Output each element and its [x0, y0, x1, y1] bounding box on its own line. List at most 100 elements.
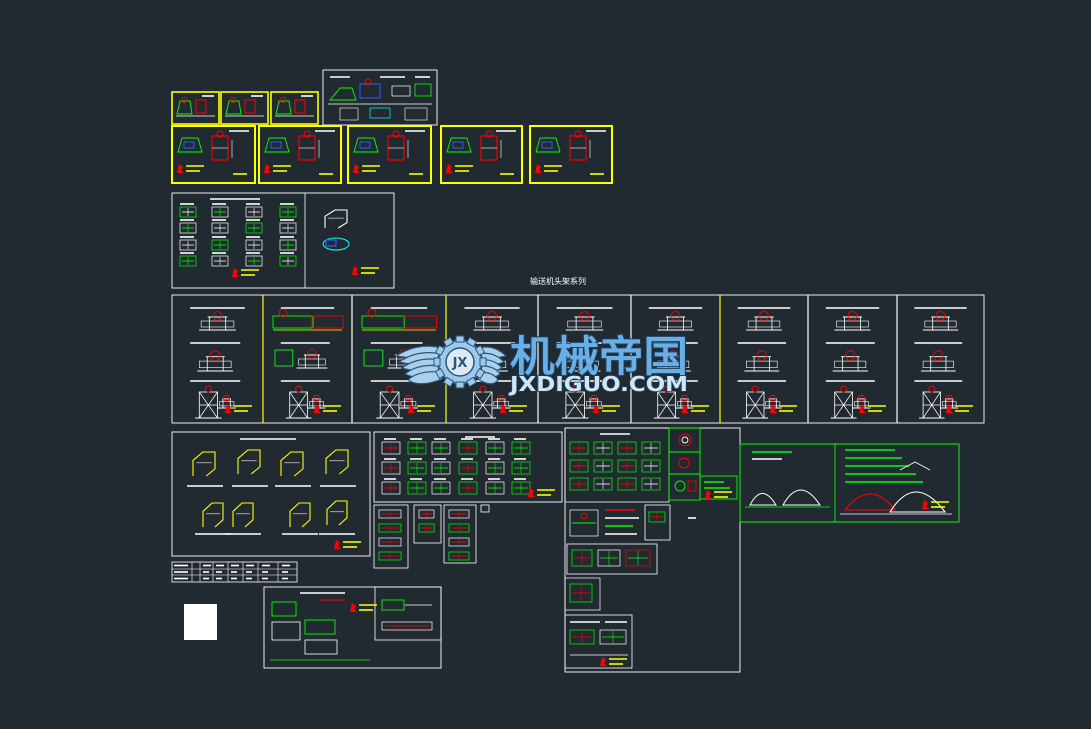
standard-parts-sheet [171, 192, 395, 289]
frame-outline [569, 509, 599, 537]
detail-outline [641, 441, 661, 455]
hood-outline [280, 451, 304, 477]
detail-drawing [211, 206, 229, 218]
frame-outline [922, 360, 954, 369]
pulley-circle [667, 350, 679, 361]
detail-drawing [279, 222, 297, 234]
detail-outline [458, 481, 478, 495]
detail-drawing [448, 537, 470, 547]
sheet-border [171, 431, 371, 557]
title-block-stamp [946, 404, 973, 413]
small-detail-sheet [413, 504, 442, 544]
inner-sheet-border [644, 504, 671, 541]
frame-outline [311, 315, 344, 329]
frame-outline [452, 141, 464, 149]
detail-outline [648, 511, 666, 523]
detail-outline [378, 509, 402, 519]
detail-drawing [569, 583, 593, 603]
title-block-stamp [352, 266, 379, 275]
pulley-circle [847, 311, 858, 321]
small-detail-sheet [443, 504, 477, 564]
frame-outline [325, 239, 337, 247]
wing-feather-left [407, 371, 443, 385]
detail-drawing [431, 461, 451, 475]
detail-drawing [407, 481, 427, 495]
pulley-circle [307, 349, 317, 359]
pulley-circle [392, 130, 400, 138]
detail-drawing [431, 441, 451, 455]
detail-drawing [378, 551, 402, 561]
detail-outline [569, 459, 589, 473]
detail-drawing [641, 441, 661, 455]
frame-outline [274, 349, 294, 367]
detail-drawing [279, 239, 297, 251]
stamp-logo [353, 164, 360, 173]
title-block-stamp [350, 603, 377, 612]
logo-gear-teeth [433, 335, 487, 389]
sheet-border [270, 91, 319, 125]
head-frame-column [190, 307, 252, 419]
series-title: 输送机头架系列 [530, 276, 586, 286]
frame-outline [264, 137, 290, 153]
detail-drawing [569, 441, 589, 455]
frame-outline [659, 320, 692, 328]
pulley-circle [280, 97, 286, 103]
inner-sheet-border [564, 614, 633, 669]
gear-tooth [433, 357, 441, 367]
detail-drawing [179, 206, 197, 218]
frame-outline [924, 320, 957, 328]
pulley-circle [181, 97, 187, 103]
head-frame-column [737, 307, 797, 419]
frame-outline [271, 601, 297, 617]
inner-sheet-border [566, 543, 658, 575]
hood-outline [232, 502, 254, 528]
pulley-circle [312, 394, 320, 402]
stamp-logo [350, 603, 357, 612]
sheet-border [171, 91, 220, 125]
sheet-border [413, 504, 442, 544]
sheet-border [443, 504, 477, 564]
pulley-circle [933, 350, 944, 361]
stamp-logo [593, 404, 600, 413]
detail-drawing [211, 222, 229, 234]
title-block-stamp [528, 488, 555, 497]
title-block-stamp [408, 404, 435, 413]
detail-outline [245, 255, 263, 267]
sheet-border [739, 443, 960, 523]
head-frame-drawing [296, 349, 328, 369]
detail-outline [641, 459, 661, 473]
sheet-border [529, 125, 613, 184]
stamp-logo [408, 404, 415, 413]
pulley-circle [840, 385, 848, 393]
pulley-circle [590, 394, 598, 402]
stamp-logo [225, 404, 232, 413]
detail-outline [279, 222, 297, 234]
frame-outline [353, 137, 379, 153]
detail-outline [279, 206, 297, 218]
detail-outline [378, 523, 402, 533]
title-block-stamp [500, 404, 527, 413]
frame-outline [657, 360, 690, 369]
frame-outline [391, 85, 411, 97]
head-frame-column [648, 307, 709, 419]
gear-tooth [442, 336, 455, 348]
pulley-circle [404, 394, 412, 402]
detail-drawing [485, 441, 505, 455]
frame-outline [244, 99, 256, 114]
pulley-circle [230, 97, 236, 103]
head-frame-drawing [197, 350, 234, 372]
gear-tooth [442, 376, 455, 388]
detail-outline [179, 222, 197, 234]
title-block-stamp [770, 404, 797, 413]
detail-outline [569, 441, 589, 455]
stamp-logo [334, 540, 341, 549]
frame-outline [271, 621, 301, 641]
pulley-circle [386, 385, 394, 393]
head-frame-drawing [657, 311, 694, 331]
detail-outline [279, 255, 297, 267]
head-frame-column [825, 307, 886, 419]
parameter-table [171, 561, 298, 583]
frame-outline [275, 100, 292, 115]
small-yellow-sheet [171, 91, 220, 125]
